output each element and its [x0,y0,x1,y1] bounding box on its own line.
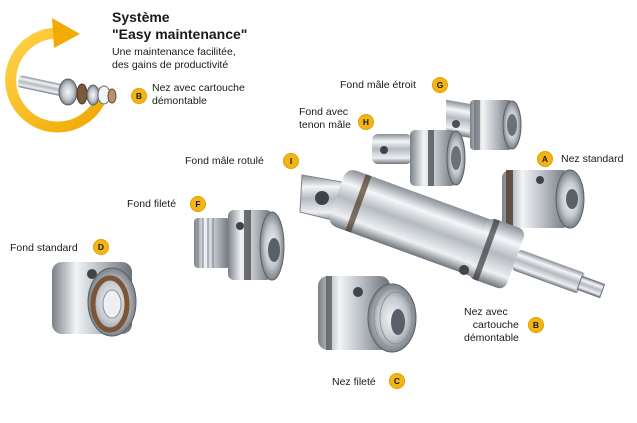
inset-badge-b: B [131,88,147,104]
part-f-image [194,210,285,281]
cycle-arrow-icon [5,18,110,133]
part-g-image [446,99,522,150]
part-h-badge: H [358,114,374,130]
inset-cartridge-image [17,75,117,106]
part-d-badge: D [93,239,109,255]
part-f-label: Fond fileté [127,198,177,210]
part-a-badge: A [537,151,553,167]
part-b-label-line-2: cartouche [472,319,519,331]
inset-label-line-2: démontable [152,95,207,107]
part-c-label: Nez fileté [332,376,376,388]
cylinder-assembly-image [299,170,606,299]
part-h-image [372,130,466,186]
inset-label: Nez avec cartouche démontable [152,82,245,108]
part-h-label-line-2: tenon mâle [299,119,351,131]
page-title: Système "Easy maintenance" [112,9,247,43]
part-b-label-line-3: démontable [464,332,519,344]
part-b-label-line-1: Nez avec [464,306,508,318]
part-g-badge: G [432,77,448,93]
part-f-badge: F [190,196,206,212]
subtitle-line-1: Une maintenance facilitée, [112,46,236,58]
part-h-label-line-1: Fond avec [299,106,349,118]
title-line-2: "Easy maintenance" [112,26,248,42]
part-c-image [318,276,417,353]
part-a-image [502,169,585,229]
part-b-label: Nez avec cartouche démontable [464,306,519,345]
subtitle-line-2: des gains de productivité [112,59,229,71]
part-i-badge: I [283,153,299,169]
part-g-label: Fond mâle étroit [340,79,416,91]
part-a-label: Nez standard [561,153,624,165]
inset-label-line-1: Nez avec cartouche [152,82,245,94]
page-subtitle: Une maintenance facilitée, des gains de … [112,46,236,72]
part-d-image [52,262,137,337]
part-b-badge: B [528,317,544,333]
part-h-label: Fond avec tenon mâle [299,106,351,132]
part-d-label: Fond standard [10,242,78,254]
title-line-1: Système [112,9,170,25]
part-i-label: Fond mâle rotulé [185,155,264,167]
part-c-badge: C [389,373,405,389]
